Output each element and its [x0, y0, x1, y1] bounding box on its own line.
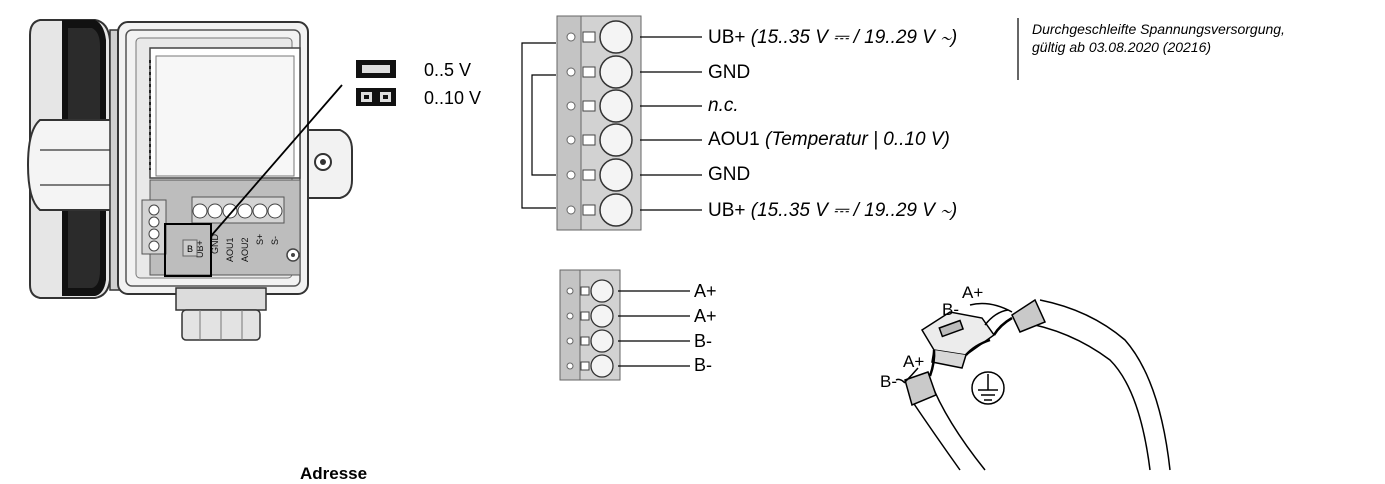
bus-terminal: [559, 269, 690, 381]
terminal-pin-hole: [566, 67, 576, 77]
terminal-pin-hole: [566, 205, 576, 215]
terminal-row-label: n.c.: [708, 96, 739, 115]
jumper-label-5v: 0..5 V: [424, 60, 472, 80]
bus-pin-hole: [566, 337, 574, 345]
terminal-row-label: UB+ (15..35 V ⎓ / 19..29 V ∼): [708, 201, 957, 220]
pcb-label: AOU2: [240, 237, 250, 262]
terminal-screw: [599, 123, 633, 157]
bus-clip: [580, 361, 590, 371]
supply-note-line1: Durchgeschleifte Spannungsversorgung,: [1032, 21, 1285, 37]
supply-note: Durchgeschleifte Spannungsversorgung, gü…: [1032, 20, 1285, 56]
terminal-screw: [599, 89, 633, 123]
terminal-name: GND: [708, 62, 751, 83]
terminal-screw: [599, 193, 633, 227]
bus-screw: [590, 304, 614, 328]
terminal-clip: [582, 66, 596, 78]
bus-row-label: B-: [694, 355, 712, 375]
cable-illustration: [895, 298, 1171, 471]
terminal-screw: [599, 158, 633, 192]
bus-screw: [590, 279, 614, 303]
ground-icon: [971, 371, 1005, 405]
supply-note-line2: gültig ab 03.08.2020 (20216): [1032, 39, 1212, 55]
terminal-row-label: GND: [708, 63, 750, 82]
bus-clip: [580, 336, 590, 346]
bus-pin-hole: [566, 287, 574, 295]
terminal-row-label: AOU1 (Temperatur | 0..10 V): [708, 130, 950, 149]
terminal-clip: [582, 204, 596, 216]
pcb-label: S+: [255, 234, 265, 245]
device-housing: [26, 19, 353, 341]
terminal-pin-hole: [566, 170, 576, 180]
pcb-label: GND: [210, 234, 220, 255]
bus-row-label: B-: [694, 331, 712, 351]
terminal-name: AOU1: [708, 129, 760, 150]
bus-pin-hole: [566, 362, 574, 370]
terminal-detail: (Temperatur | 0..10 V): [765, 129, 950, 150]
terminal-pin-hole: [566, 135, 576, 145]
main-terminal: [521, 15, 702, 231]
terminal-detail: (15..35 V ⎓ / 19..29 V ∼): [750, 27, 958, 48]
terminal-screw: [599, 20, 633, 54]
pcb-label: AOU1: [225, 237, 235, 262]
terminal-clip: [582, 169, 596, 181]
pcb-labels: UB+ GND AOU1 AOU2 S+ S-: [195, 234, 280, 263]
terminal-clip: [582, 31, 596, 43]
bus-pin-hole: [566, 312, 574, 320]
bus-row-label: A+: [694, 281, 717, 301]
cable-label-right-b: B-: [942, 300, 959, 319]
terminal-pin-hole: [566, 101, 576, 111]
terminal-row-label: GND: [708, 165, 750, 184]
terminal-clip: [582, 134, 596, 146]
bus-row-label: A+: [694, 306, 717, 326]
terminal-name: UB+: [708, 27, 746, 48]
bus-clip: [580, 311, 590, 321]
terminal-detail: n.c.: [708, 95, 739, 116]
terminal-clip: [582, 100, 596, 112]
cable-label-right-a: A+: [962, 283, 984, 302]
bus-screw: [590, 354, 614, 378]
chip-label: B: [187, 244, 193, 254]
address-heading: Adresse: [300, 464, 368, 483]
terminal-screw: [599, 55, 633, 89]
terminal-name: GND: [708, 164, 751, 185]
cable-label-left-a: A+: [903, 352, 925, 371]
terminal-detail: (15..35 V ⎓ / 19..29 V ∼): [750, 200, 958, 221]
jumper-label-10v: 0..10 V: [424, 88, 482, 108]
jumper-callout: B: [164, 84, 343, 277]
jumper-legend: [356, 60, 396, 106]
bus-clip: [580, 286, 590, 296]
bus-screw: [590, 329, 614, 353]
terminal-name: UB+: [708, 200, 746, 221]
terminal-row-label: UB+ (15..35 V ⎓ / 19..29 V ∼): [708, 28, 957, 47]
terminal-pin-hole: [566, 32, 576, 42]
pcb-label: S-: [270, 236, 280, 245]
cable-label-left-b: B-: [880, 372, 897, 391]
pcb-label: UB+: [195, 240, 205, 258]
